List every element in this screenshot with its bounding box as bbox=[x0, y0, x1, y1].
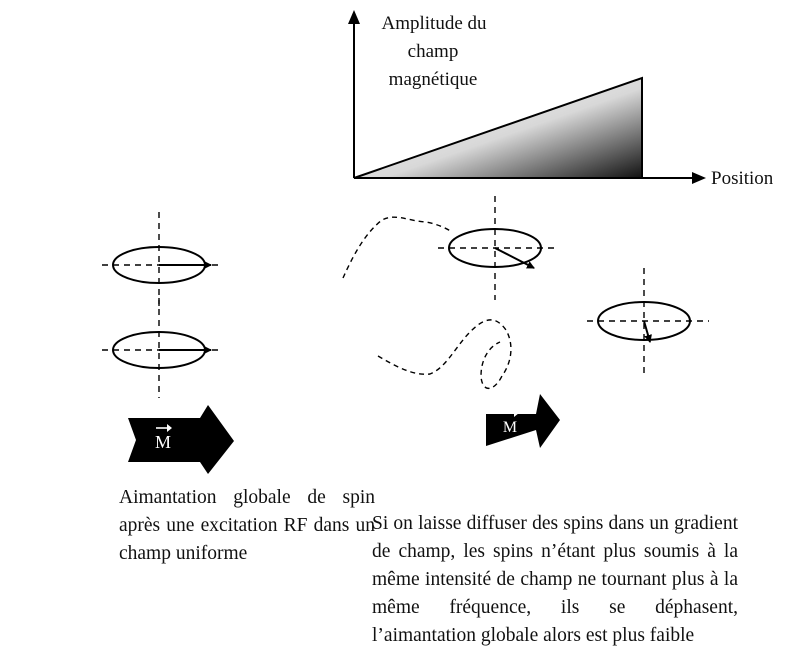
spin-uniform-top bbox=[102, 212, 222, 310]
spin-uniform-bottom bbox=[102, 298, 222, 398]
caption-gradient-diffusion: Si on laisse diffuser des spins dans un … bbox=[372, 513, 738, 646]
magnetization-symbol: M bbox=[503, 419, 517, 436]
magnetization-arrow-large: M bbox=[128, 405, 234, 474]
y-axis-label-line-2: champ bbox=[408, 41, 459, 62]
x-axis-label: Position bbox=[711, 168, 774, 189]
magnetization-symbol: M bbox=[155, 432, 171, 452]
spin-dephased-1 bbox=[438, 196, 558, 300]
spin-vector bbox=[643, 320, 652, 343]
magnetization-arrow-small: M bbox=[486, 394, 560, 448]
diffusion-path-upper bbox=[342, 216, 453, 279]
caption-uniform-field: Aimantation globale de spin après une ex… bbox=[119, 487, 375, 564]
spin-dephased-2 bbox=[587, 268, 709, 374]
x-axis-arrowhead bbox=[692, 172, 706, 184]
y-axis-arrowhead bbox=[348, 10, 360, 24]
y-axis-label-line-3: magnétique bbox=[389, 69, 478, 90]
field-amplitude-wedge bbox=[353, 76, 643, 179]
spin-vector bbox=[494, 247, 535, 269]
y-axis-label-line-1: Amplitude du bbox=[381, 13, 487, 34]
field-gradient-graph: Amplitude du champ magnétique Position bbox=[348, 10, 774, 189]
diffusion-path-lower bbox=[377, 319, 512, 390]
